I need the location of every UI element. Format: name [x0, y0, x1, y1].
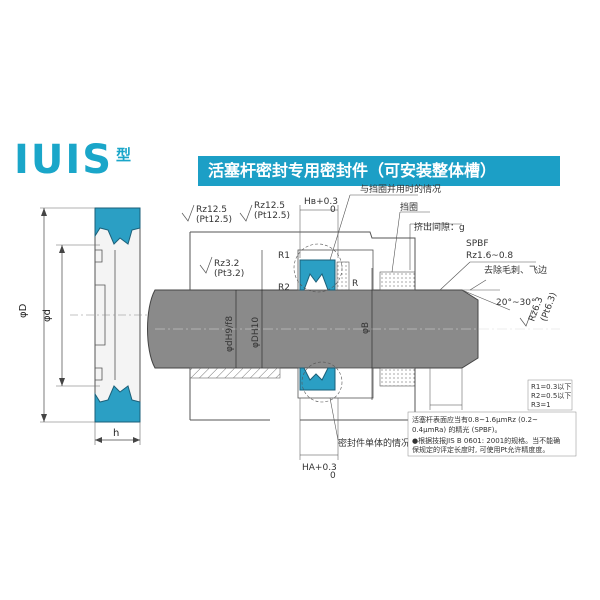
- finish-rz125-b: Rz12.5: [254, 201, 285, 211]
- callout-spbf: SPBF: [466, 239, 489, 249]
- dim-D-label: φD: [18, 303, 29, 318]
- finish-note-1: 活塞杆表面应当有0.8~1.6μmRz (0.2~: [412, 415, 538, 424]
- dim-ha-label: HA+0.3: [302, 463, 337, 473]
- finish-note-4: 保规定的评定长度时, 可使用Pt允许精度度。: [412, 445, 549, 454]
- dim-dh10-label: φDH10: [251, 317, 261, 348]
- bearing-hatch: [189, 367, 281, 379]
- dim-d-label: φd: [42, 309, 53, 322]
- callout-rz16: Rz1.6~0.8: [466, 251, 513, 261]
- callout-extrusion-gap: 挤出间隙：g: [414, 221, 465, 233]
- title-banner: 活塞杆密封专用密封件（可安装整体槽）: [198, 156, 560, 186]
- radius-note-r3: R3=1: [531, 401, 551, 409]
- callout-retaining-ring-combo: 与挡圈并用时的情况: [360, 183, 441, 195]
- assembly-drawing: [147, 194, 560, 460]
- seal-profile-bottom: [94, 385, 141, 423]
- finish-pt32: (Pt3.2): [214, 269, 244, 279]
- callout-deburr: 去除毛刺、飞边: [484, 264, 547, 276]
- dim-hb-label: Hв+0.3: [304, 197, 338, 207]
- finish-rz125-a: Rz12.5: [196, 205, 227, 215]
- callout-retaining-ring: 挡圈: [400, 201, 418, 213]
- dim-hb-tol: 0: [330, 205, 336, 215]
- finish-pt125-b: (Pt12.5): [254, 211, 290, 221]
- finish-note-3: ●根据技报JIS B 0601: 2001的规格。当不能确: [412, 436, 560, 445]
- seal-in-groove-bottom: [299, 367, 336, 391]
- radius-r-label: R: [352, 279, 358, 289]
- finish-rz32: Rz3.2: [214, 259, 239, 269]
- callout-chamfer-angle: 20°~30°: [496, 298, 535, 308]
- series-logo: IUIS: [14, 137, 114, 183]
- retaining-ring-top: [336, 261, 350, 291]
- dim-dh9f8-label: φdH9/f8: [225, 316, 235, 352]
- dim-b-label: φB: [361, 322, 371, 334]
- callout-seal-only: 密封件单体的情况: [338, 437, 410, 449]
- radius-r1-label: R1: [278, 251, 290, 261]
- seal-in-groove-top: [299, 259, 336, 291]
- seal-section-left: [40, 207, 160, 445]
- dim-h-label: h: [113, 428, 119, 439]
- finish-pt125-a: (Pt12.5): [196, 215, 232, 225]
- radius-r2-label: R2: [278, 283, 290, 293]
- series-suffix: 型: [116, 146, 132, 164]
- finish-note-2: 0.4μmRa) 的精光 (SPBF)。: [412, 425, 502, 434]
- seal-profile-top: [94, 207, 141, 245]
- radius-note-r1: R1=0.3以下: [531, 383, 571, 391]
- radius-note-r2: R2=0.5以下: [531, 392, 571, 400]
- dim-ha-tol: 0: [330, 471, 336, 481]
